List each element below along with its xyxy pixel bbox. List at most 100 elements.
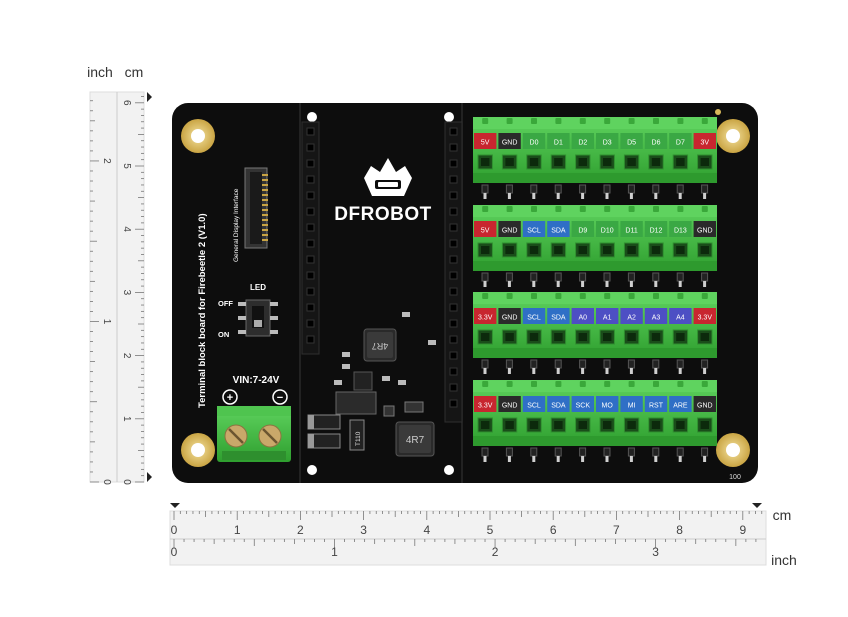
screw-terminal[interactable]	[477, 154, 493, 170]
pin-label: D6	[644, 133, 668, 149]
screw-terminal[interactable]	[575, 417, 591, 433]
mounting-hole-top-left	[181, 119, 215, 153]
svg-text:GND: GND	[502, 228, 518, 235]
screw-terminal[interactable]	[623, 154, 640, 170]
pin-label: D10	[596, 221, 619, 237]
svg-text:GND: GND	[502, 140, 518, 147]
svg-text:ARE: ARE	[673, 403, 688, 410]
pin-label: GND	[693, 221, 716, 237]
vertical-ruler-inch-label: 2	[101, 158, 112, 164]
screw-terminal[interactable]	[623, 417, 640, 433]
screw-terminal[interactable]	[672, 242, 689, 258]
screw-terminal[interactable]	[526, 242, 542, 258]
screw-terminal[interactable]	[526, 154, 542, 170]
screw-terminal[interactable]	[697, 417, 713, 433]
svg-text:A4: A4	[676, 315, 685, 322]
pin-label: SDA	[547, 308, 570, 324]
screw-terminal[interactable]	[697, 242, 713, 258]
horizontal-ruler-inch-label: 0	[171, 545, 178, 559]
svg-text:D10: D10	[601, 228, 614, 235]
screw-terminal[interactable]	[599, 417, 615, 433]
svg-text:D1: D1	[554, 140, 563, 147]
svg-text:GND: GND	[697, 403, 713, 410]
screw-terminal[interactable]	[648, 417, 664, 433]
svg-text:SCL: SCL	[527, 403, 541, 410]
svg-text:SCL: SCL	[527, 315, 541, 322]
screw-terminal[interactable]	[526, 417, 542, 433]
screw-terminal[interactable]	[648, 242, 664, 258]
screw-terminal[interactable]	[599, 154, 615, 170]
screw-terminal[interactable]	[599, 329, 615, 345]
svg-text:3.3V: 3.3V	[478, 315, 493, 322]
svg-text:5V: 5V	[481, 140, 490, 147]
header-right	[444, 121, 463, 423]
screw-terminal[interactable]	[623, 329, 640, 345]
screw-terminal[interactable]	[623, 242, 640, 258]
pin-label: ARE	[669, 396, 692, 412]
mounting-hole-bottom-left	[181, 433, 215, 467]
screw-terminal[interactable]	[501, 242, 518, 258]
screw-terminal[interactable]	[477, 417, 493, 433]
vertical-ruler-inch-label: 0	[101, 479, 112, 485]
screw-terminal[interactable]	[550, 154, 567, 170]
screw-terminal[interactable]	[501, 417, 518, 433]
diode-label: T110	[355, 431, 362, 446]
pin-label: GND	[693, 396, 716, 412]
screw-terminal[interactable]	[672, 154, 689, 170]
led-switch[interactable]	[238, 299, 278, 337]
screw-terminal[interactable]	[697, 154, 713, 170]
screw-terminal[interactable]	[575, 329, 591, 345]
vertical-ruler-cm-label: 1	[121, 416, 132, 422]
screw-terminal[interactable]	[477, 242, 493, 258]
horizontal-ruler-cm-label: 8	[676, 523, 683, 537]
pin-label: GND	[498, 308, 521, 324]
screw-terminal[interactable]	[477, 329, 493, 345]
vertical-ruler-inch-label: 1	[101, 319, 112, 325]
display-connector	[244, 167, 268, 249]
screw-terminal[interactable]	[501, 154, 518, 170]
mounting-hole-bottom-right	[716, 433, 750, 467]
vertical-ruler-cm-label: 5	[121, 163, 132, 169]
screw-terminal[interactable]	[550, 242, 567, 258]
screw-terminal[interactable]	[550, 329, 567, 345]
pin-label: 3.3V	[693, 308, 716, 324]
horizontal-ruler-unit-cm: cm	[773, 507, 792, 523]
horizontal-ruler-cm-label: 6	[550, 523, 557, 537]
led-label: LED	[250, 283, 266, 292]
pin-label: SCL	[522, 396, 546, 412]
vertical-ruler-unit-inch: inch	[87, 64, 113, 80]
screw-terminal[interactable]	[550, 417, 567, 433]
screw-terminal[interactable]	[697, 329, 713, 345]
horizontal-ruler-cm-label: 4	[423, 523, 430, 537]
screw-terminal[interactable]	[672, 329, 689, 345]
screw-terminal[interactable]	[501, 329, 518, 345]
svg-text:3.3V: 3.3V	[478, 403, 493, 410]
horizontal-ruler-cm-label: 9	[739, 523, 746, 537]
horizontal-ruler-inch-label: 3	[652, 545, 659, 559]
svg-text:+: +	[227, 392, 233, 404]
vin-terminal-block[interactable]	[217, 406, 291, 462]
pin-label: D3	[596, 133, 619, 149]
svg-text:MO: MO	[602, 403, 614, 410]
svg-text:D3: D3	[603, 140, 612, 147]
pin-label: D12	[644, 221, 668, 237]
screw-terminal[interactable]	[575, 242, 591, 258]
pin-label: MO	[596, 396, 619, 412]
pin-label: D9	[571, 221, 594, 237]
screw-terminal[interactable]	[672, 417, 689, 433]
svg-text:D0: D0	[530, 140, 539, 147]
screw-terminal[interactable]	[599, 242, 615, 258]
screw-terminal[interactable]	[526, 329, 542, 345]
power-circuitry: 4R7 T110 4R7	[307, 312, 436, 457]
screw-terminal[interactable]	[648, 154, 664, 170]
svg-text:GND: GND	[502, 315, 518, 322]
inductor-small-label: 4R7	[372, 341, 389, 351]
screw-terminal[interactable]	[648, 329, 664, 345]
svg-text:D5: D5	[627, 140, 636, 147]
screw-terminal[interactable]	[575, 154, 591, 170]
